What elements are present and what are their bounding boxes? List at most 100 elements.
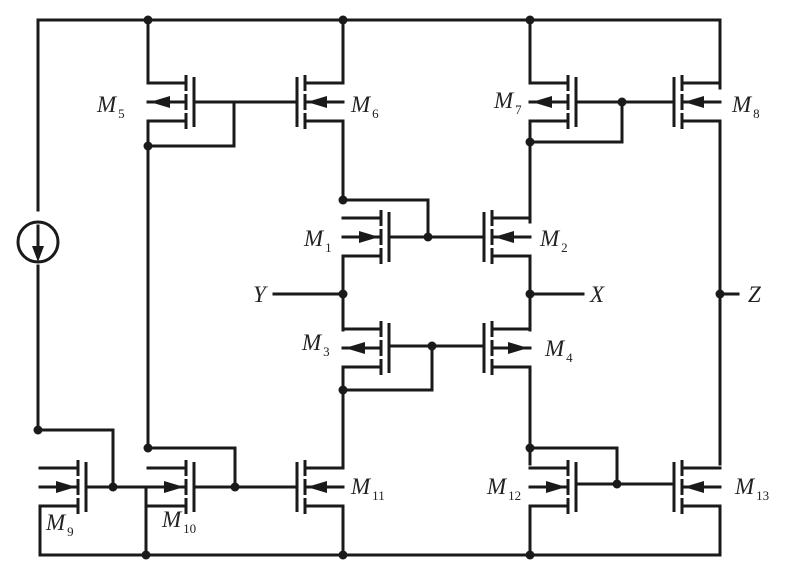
label-subscript: 12 bbox=[508, 488, 521, 503]
m9-diode bbox=[36, 428, 115, 489]
label-prefix: M bbox=[539, 226, 561, 251]
junction-dot bbox=[108, 482, 118, 492]
label-subscript: 7 bbox=[515, 102, 522, 117]
label-prefix: M bbox=[350, 92, 372, 117]
label-subscript: 13 bbox=[756, 488, 769, 503]
label-subscript: 1 bbox=[325, 240, 332, 255]
label-prefix: M bbox=[493, 88, 515, 113]
junction-dot bbox=[525, 443, 535, 453]
label-prefix: M bbox=[350, 474, 372, 499]
junction-dot bbox=[143, 141, 153, 151]
transistor-m9 bbox=[38, 460, 88, 514]
label-subscript: 10 bbox=[183, 521, 196, 536]
label-prefix: M bbox=[303, 226, 325, 251]
label-prefix: M bbox=[544, 336, 566, 361]
junction-dot bbox=[338, 195, 348, 205]
junction-dot bbox=[143, 15, 153, 25]
transistor-m12 bbox=[528, 460, 578, 514]
transistor-m5 bbox=[146, 75, 196, 129]
body-arrow-icon bbox=[359, 231, 379, 243]
body-arrow-icon bbox=[684, 481, 704, 493]
junction-dot bbox=[525, 550, 535, 560]
label-subscript: 3 bbox=[323, 344, 330, 359]
body-arrow-icon bbox=[508, 342, 528, 354]
m7-diode bbox=[528, 100, 624, 144]
label-prefix: M bbox=[96, 92, 118, 117]
terminal-label-y: Y bbox=[253, 282, 268, 307]
transistor-m1 bbox=[341, 210, 391, 264]
body-arrow-icon bbox=[345, 342, 365, 354]
junction-dot bbox=[617, 97, 627, 107]
current-source bbox=[16, 220, 60, 264]
transistor-m13 bbox=[672, 460, 722, 514]
junction-dot bbox=[143, 443, 153, 453]
transistor-m6 bbox=[295, 75, 345, 129]
arrow-down-icon bbox=[32, 246, 44, 262]
junction-dot bbox=[338, 15, 348, 25]
wires bbox=[36, 18, 740, 557]
transistor-m11 bbox=[295, 460, 345, 514]
junction-dots bbox=[33, 15, 725, 560]
label-prefix: M bbox=[734, 474, 756, 499]
vdd-rail bbox=[36, 18, 722, 90]
junction-dot bbox=[525, 137, 535, 147]
body-arrow-icon bbox=[532, 96, 552, 108]
m10-diode bbox=[146, 446, 237, 489]
junction-dot bbox=[141, 550, 151, 560]
label-prefix: M bbox=[486, 474, 508, 499]
label-prefix: M bbox=[161, 507, 183, 532]
body-arrow-icon bbox=[56, 481, 76, 493]
junction-dot bbox=[338, 289, 348, 299]
body-arrow-icon bbox=[307, 96, 327, 108]
transistor-m10 bbox=[146, 460, 196, 514]
body-arrow-icon bbox=[494, 231, 514, 243]
junction-dot bbox=[33, 425, 43, 435]
body-arrow-icon bbox=[546, 481, 566, 493]
label-subscript: 6 bbox=[372, 106, 379, 121]
transistor-m7 bbox=[528, 75, 578, 129]
terminal-label-z: Z bbox=[748, 282, 761, 307]
junction-dot bbox=[230, 482, 240, 492]
label-subscript: 4 bbox=[566, 350, 573, 365]
body-arrow-icon bbox=[164, 481, 184, 493]
devices bbox=[16, 75, 722, 514]
junction-dot bbox=[338, 385, 348, 395]
label-prefix: M bbox=[731, 92, 753, 117]
junction-dot bbox=[427, 341, 437, 351]
transistor-m8 bbox=[672, 75, 722, 129]
label-subscript: 9 bbox=[67, 524, 74, 539]
transistor-m2 bbox=[482, 210, 532, 264]
terminal-label-x: X bbox=[589, 282, 605, 307]
junction-dot bbox=[715, 289, 725, 299]
label-prefix: M bbox=[301, 330, 323, 355]
label-subscript: 8 bbox=[753, 106, 760, 121]
m3-diode bbox=[341, 344, 434, 392]
junction-dot bbox=[423, 232, 433, 242]
junction-dot bbox=[525, 289, 535, 299]
body-arrow-icon bbox=[307, 481, 327, 493]
junction-dot bbox=[612, 479, 622, 489]
body-arrow-icon bbox=[684, 96, 704, 108]
label-prefix: M bbox=[45, 510, 67, 535]
m5-diode bbox=[146, 100, 236, 148]
label-subscript: 5 bbox=[118, 106, 125, 121]
transistor-m4 bbox=[482, 321, 532, 375]
label-subscript: 2 bbox=[561, 240, 568, 255]
body-arrow-icon bbox=[150, 96, 170, 108]
junction-dot bbox=[525, 15, 535, 25]
